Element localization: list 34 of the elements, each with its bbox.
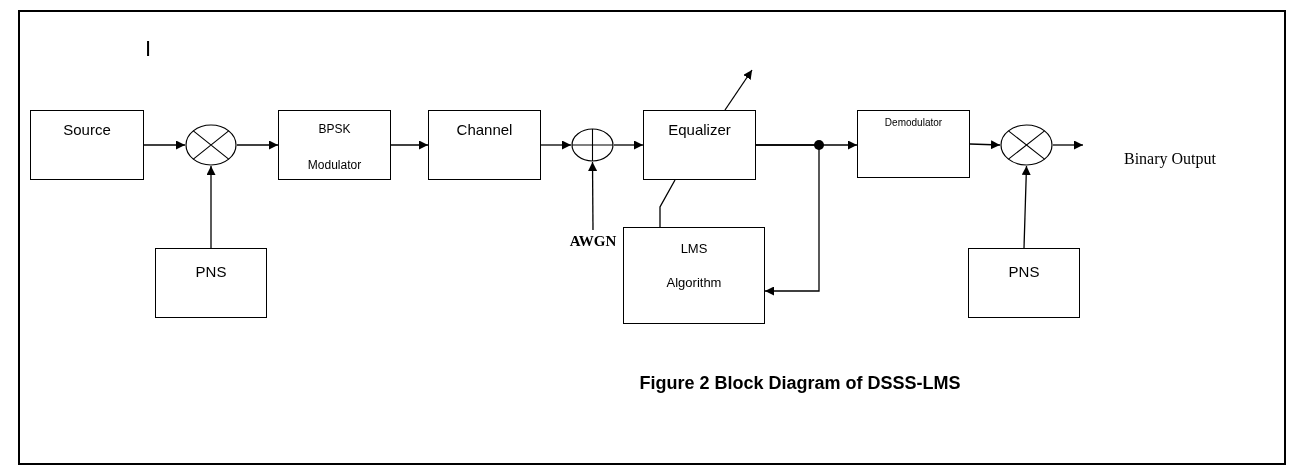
figure-caption: Figure 2 Block Diagram of DSSS-LMS (638, 372, 962, 395)
arrow (1052, 140, 1084, 150)
block-label: LMS Algorithm (665, 240, 723, 292)
block (968, 248, 1080, 318)
arrow (143, 140, 186, 150)
arrow (236, 140, 279, 150)
arrow (206, 165, 216, 249)
multiplier-symbol (1000, 124, 1053, 166)
signal-label: AWGN (550, 230, 636, 252)
summing-junction (571, 128, 614, 162)
multiplier-symbol (185, 124, 237, 166)
arrow (613, 140, 644, 150)
arrow (755, 144, 820, 296)
arrow (969, 140, 1001, 150)
arrow (588, 161, 598, 231)
block (623, 227, 765, 324)
block-label: Channel (456, 120, 513, 140)
arrow (1021, 165, 1031, 249)
block-label: Equalizer (668, 120, 731, 140)
block-label: Source (63, 120, 111, 140)
block (278, 110, 391, 180)
arrow (390, 140, 429, 150)
block (857, 110, 970, 178)
block (643, 110, 756, 180)
block (155, 248, 267, 318)
block (30, 110, 144, 180)
output-label: Binary Output (1124, 149, 1216, 170)
block-label: BPSK Modulator (306, 121, 363, 174)
stray-mark: I (145, 36, 152, 62)
block-label: PNS (1008, 262, 1040, 282)
block (428, 110, 541, 180)
arrow (540, 140, 572, 150)
block-label: PNS (195, 262, 227, 282)
block-label: Demodulator (884, 116, 943, 130)
